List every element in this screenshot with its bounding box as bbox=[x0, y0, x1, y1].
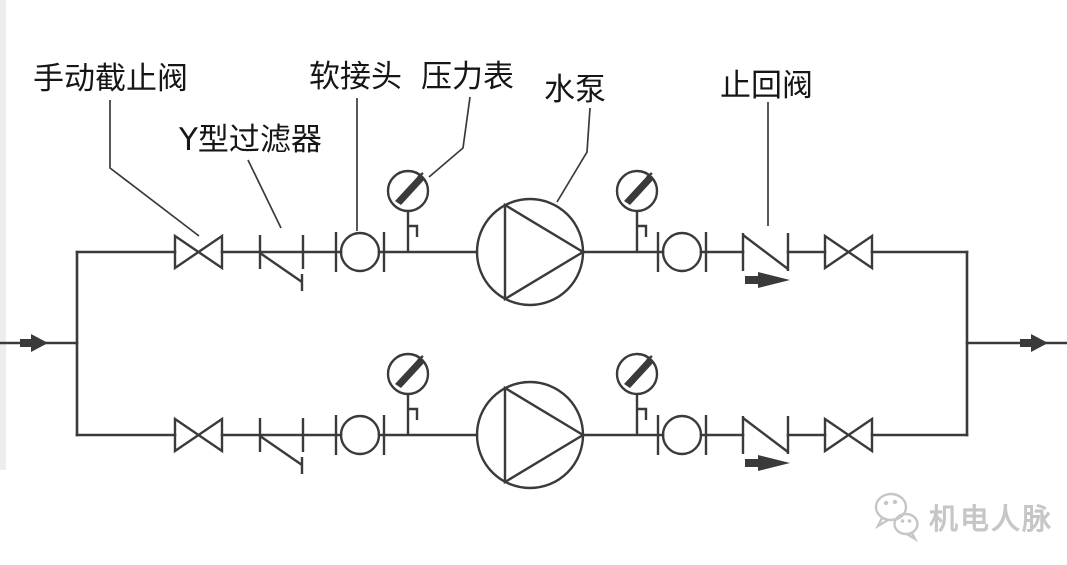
scan-artifact-strip bbox=[0, 0, 6, 470]
pipework bbox=[0, 250, 1067, 437]
flexible-joint-top-suction bbox=[334, 230, 386, 274]
watermark: 机电人脉 bbox=[872, 490, 1053, 544]
watermark-text: 机电人脉 bbox=[929, 502, 1054, 536]
label-check-valve: 止回阀 bbox=[720, 68, 813, 104]
pressure-gauge-bottom-discharge bbox=[615, 352, 659, 437]
flexible-joint-bottom-suction bbox=[334, 413, 386, 457]
pressure-gauge-top-discharge bbox=[615, 169, 659, 254]
y-strainer-bottom bbox=[258, 416, 305, 476]
leader-y-strainer bbox=[247, 159, 282, 229]
leader-pressure-gauge bbox=[428, 96, 471, 178]
bottom-branch-components bbox=[173, 352, 874, 490]
label-water-pump: 水泵 bbox=[544, 72, 606, 108]
label-flexible-joint: 软接头 bbox=[309, 59, 402, 95]
inlet-flow-arrow bbox=[20, 334, 48, 352]
shutoff-valve-bottom-outlet bbox=[823, 417, 874, 453]
label-manual-shutoff-valve: 手动截止阀 bbox=[33, 61, 188, 97]
pressure-gauge-top-suction bbox=[386, 169, 430, 254]
pressure-gauge-bottom-suction bbox=[386, 352, 430, 437]
wechat-bubbles-icon bbox=[874, 492, 919, 543]
leader-water-pump bbox=[556, 107, 591, 203]
label-leaders bbox=[109, 96, 769, 237]
label-y-strainer: Y型过滤器 bbox=[178, 122, 322, 158]
check-valve-bottom bbox=[741, 414, 792, 473]
check-valve-top bbox=[741, 231, 792, 290]
flexible-joint-bottom-discharge bbox=[656, 413, 708, 457]
shutoff-valve-top-inlet bbox=[173, 234, 224, 270]
water-pump-top bbox=[475, 197, 585, 307]
water-pump-bottom bbox=[475, 380, 585, 490]
flexible-joint-top-discharge bbox=[656, 230, 708, 274]
leader-manual-shutoff-valve bbox=[109, 100, 200, 237]
label-pressure-gauge: 压力表 bbox=[421, 59, 514, 95]
y-strainer-top bbox=[258, 233, 305, 293]
component-labels: 手动截止阀 Y型过滤器 软接头 压力表 水泵 止回阀 bbox=[33, 59, 813, 158]
shutoff-valve-top-outlet bbox=[823, 234, 874, 270]
outlet-flow-arrow bbox=[1020, 334, 1048, 352]
shutoff-valve-bottom-inlet bbox=[173, 417, 224, 453]
